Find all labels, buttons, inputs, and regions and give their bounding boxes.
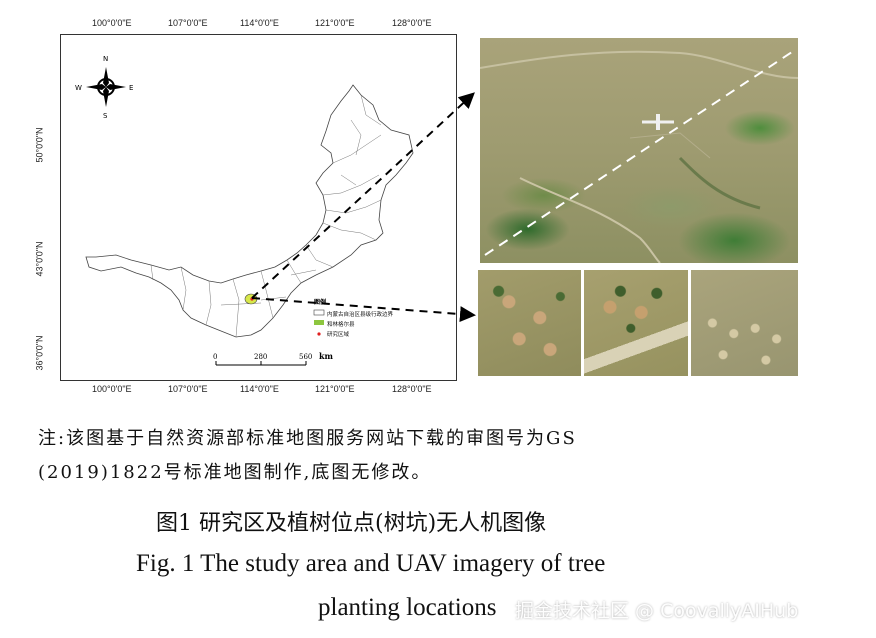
lon-label-bottom-2: 107°0'0"E [168, 384, 208, 394]
scale-bar [215, 361, 307, 366]
uav-closeup-image-3 [691, 270, 798, 376]
county-boundaries [150, 94, 382, 338]
lon-label-top-5: 128°0'0"E [392, 18, 432, 28]
figure-caption-en-line2: planting locations [318, 594, 497, 621]
inner-mongolia-map: N S E W 图例 [60, 34, 457, 381]
lon-label-bottom-3: 114°0'0"E [240, 384, 279, 394]
legend-label-county: 和林格尔县 [327, 322, 355, 328]
compass-s: S [103, 112, 108, 120]
lon-label-top-3: 114°0'0"E [240, 18, 279, 28]
lon-label-top-1: 100°0'0"E [92, 18, 132, 28]
note-line-2: (2019)1822号标准地图制作,底图无修改。 [38, 462, 432, 483]
compass-icon [86, 67, 126, 107]
region-outline [85, 84, 414, 338]
legend-swatch-county [314, 320, 324, 325]
lon-label-bottom-1: 100°0'0"E [92, 384, 132, 394]
figure-caption-en-line1: Fig. 1 The study area and UAV imagery of… [136, 550, 606, 577]
lon-label-top-2: 107°0'0"E [168, 18, 208, 28]
uav-closeup-image-1 [478, 270, 581, 376]
compass-n: N [103, 55, 108, 63]
uav-aircraft-icon [642, 114, 674, 130]
legend-label-study: 研究区域 [327, 332, 350, 338]
note-line-1: 注:该图基于自然资源部标准地图服务网站下载的审图号为GS [38, 428, 577, 449]
scale-tick-560: 560 [299, 353, 312, 361]
legend-title: 图例 [314, 298, 326, 306]
figure-caption-cn: 图1 研究区及植树位点(树坑)无人机图像 [156, 511, 547, 536]
compass-w: W [75, 84, 82, 92]
map-canvas: N S E W 图例 [75, 55, 414, 366]
lon-label-bottom-4: 121°0'0"E [315, 384, 355, 394]
lon-label-top-4: 121°0'0"E [315, 18, 355, 28]
scale-unit: km [319, 351, 334, 361]
compass-e: E [129, 84, 133, 92]
uav-closeup-image-2 [584, 270, 688, 376]
uav-overview-image [480, 38, 798, 263]
lon-label-bottom-5: 128°0'0"E [392, 384, 432, 394]
watermark: 掘金技术社区 @ CoovallyAIHub [515, 600, 799, 622]
legend-swatch-boundary [313, 309, 325, 316]
scale-tick-0: 0 [213, 353, 217, 361]
legend-label-boundary: 内蒙古自治区县级行政边界 [327, 312, 394, 318]
legend-swatch-study [317, 332, 321, 336]
scale-tick-280: 280 [254, 353, 267, 361]
